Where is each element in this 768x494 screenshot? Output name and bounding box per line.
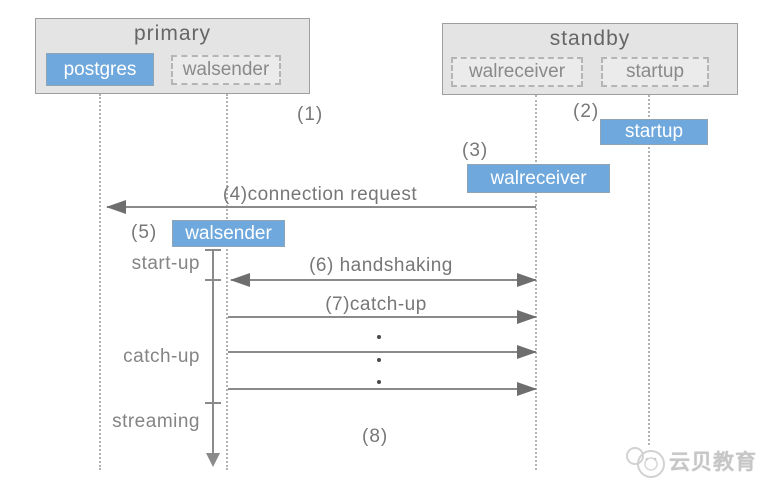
phase-tick-top <box>205 249 221 251</box>
ellipsis-dot-2 <box>377 358 381 362</box>
wal-stream-arrow-2 <box>228 388 536 390</box>
phase-streaming-label: streaming <box>112 411 200 432</box>
walsender-activated-box: walsender <box>172 220 285 247</box>
handshaking-arrow <box>231 279 536 281</box>
ellipsis-dot-1 <box>377 335 381 339</box>
connection-request-label: (4)connection request <box>222 184 418 205</box>
step-5-label: (5) <box>131 222 158 243</box>
walreceiver-process-box: walreceiver <box>451 57 583 87</box>
step-3-label: (3) <box>462 140 489 161</box>
startup-lifeline <box>648 95 650 445</box>
yunbei-logo-icon <box>626 447 665 478</box>
walsender-process-box: walsender <box>171 55 281 85</box>
phase-tick-startup-end <box>205 279 221 281</box>
handshaking-label: (6) handshaking <box>309 255 453 276</box>
phase-timeline <box>212 250 214 454</box>
startup-process-box: startup <box>601 57 709 87</box>
postgres-lifeline <box>99 94 101 470</box>
step-8-label: (8) <box>362 426 389 447</box>
primary-title: primary <box>133 22 211 45</box>
watermark: 云贝教育 <box>623 441 757 481</box>
postgres-process-box: postgres <box>46 53 154 86</box>
startup-activated-box: startup <box>600 119 708 145</box>
walsender-lifeline <box>226 94 228 470</box>
wal-stream-arrow-1 <box>228 351 536 353</box>
walreceiver-activated-box: walreceiver <box>467 164 610 193</box>
watermark-brand-text: 云贝教育 <box>669 451 757 474</box>
phase-startup-label: start-up <box>131 253 200 274</box>
standby-server-box: standby walreceiver startup <box>442 23 738 95</box>
step-2-label: (2) <box>573 101 600 122</box>
connection-request-arrow <box>107 206 536 208</box>
catch-up-label: (7)catch-up <box>325 294 427 315</box>
step-1-label: (1) <box>297 104 324 125</box>
ellipsis-dot-3 <box>377 380 381 384</box>
primary-server-box: primary postgres walsender <box>35 18 310 94</box>
phase-tick-catchup-end <box>205 402 221 404</box>
standby-title: standby <box>549 27 631 50</box>
catch-up-arrow <box>228 316 536 318</box>
phase-timeline-arrowhead <box>206 453 220 467</box>
phase-catchup-label: catch-up <box>123 346 200 367</box>
